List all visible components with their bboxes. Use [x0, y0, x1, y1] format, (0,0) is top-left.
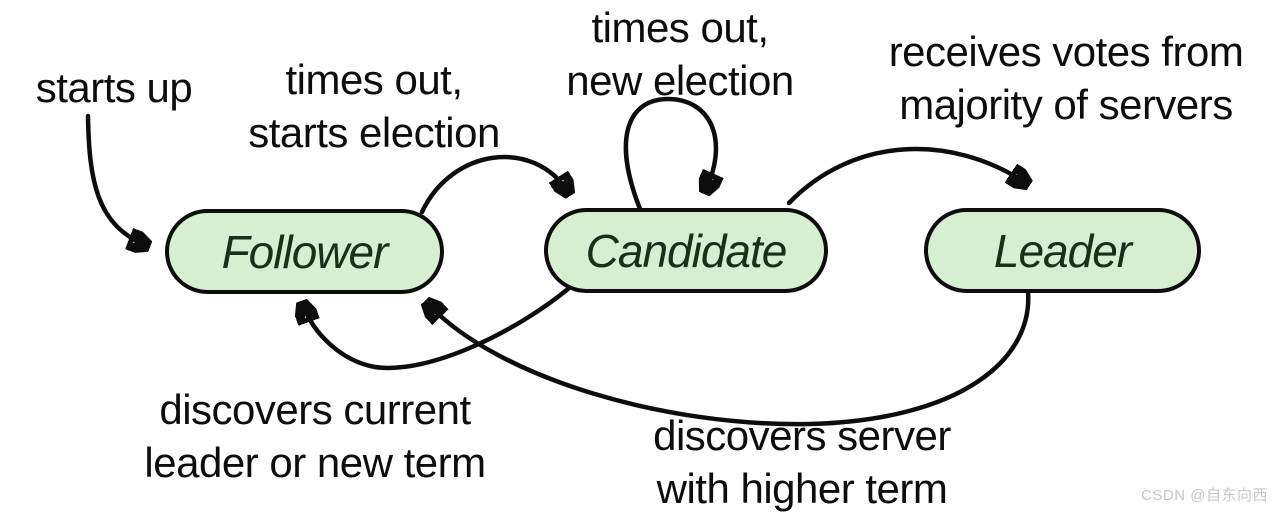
- state-candidate: Candidate: [544, 208, 828, 293]
- transition-label-discovers-higher-term: discovers server with higher term: [653, 412, 951, 512]
- state-leader: Leader: [924, 208, 1201, 293]
- transition-label-discovers-current-leader: discovers current leader or new term: [144, 386, 486, 486]
- arrow-candidate-to-leader: [786, 146, 1026, 206]
- transition-label-times-out-starts-election: times out, starts election: [248, 56, 500, 156]
- arrow-candidate-to-follower: [303, 286, 571, 371]
- arrow-starts-up: [85, 113, 146, 245]
- state-candidate-label: Candidate: [585, 224, 788, 277]
- state-leader-label: Leader: [993, 224, 1132, 277]
- transition-label-receives-votes: receives votes from majority of servers: [888, 28, 1244, 128]
- arrow-candidate-self-loop: [623, 96, 716, 212]
- transition-label-starts-up: starts up: [35, 64, 193, 111]
- state-follower: Follower: [165, 209, 444, 294]
- csdn-watermark: CSDN @自东向西: [1141, 487, 1268, 504]
- state-follower-label: Follower: [221, 225, 389, 278]
- transition-label-times-out-new-election: times out, new election: [566, 4, 794, 104]
- arrow-leader-to-follower: [428, 289, 1031, 427]
- arrow-follower-to-candidate: [419, 154, 568, 215]
